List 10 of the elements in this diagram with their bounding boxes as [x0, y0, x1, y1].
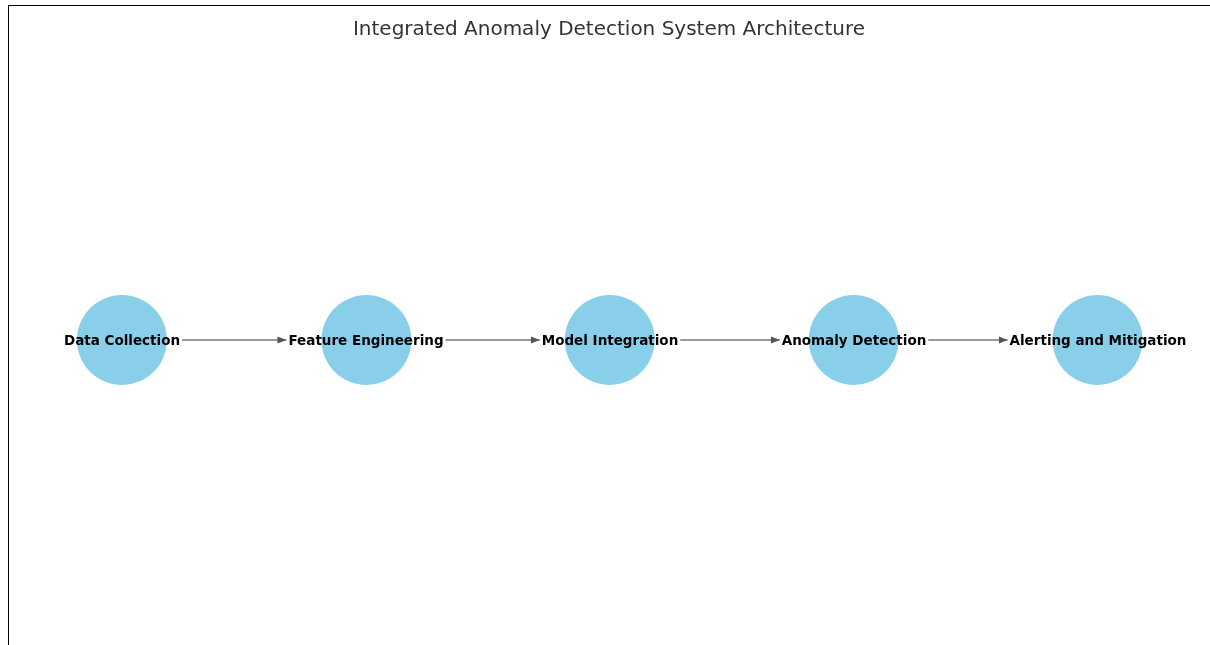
node-label: Anomaly Detection [781, 332, 927, 348]
arrow [181, 336, 288, 344]
arrow [927, 336, 1009, 344]
arrow [444, 336, 541, 344]
diagram-title: Integrated Anomaly Detection System Architecture [351, 16, 867, 40]
node-label: Data Collection [63, 332, 181, 348]
node-label: Model Integration [541, 332, 679, 348]
node-label: Feature Engineering [288, 332, 444, 348]
arrow [679, 336, 781, 344]
node-label: Alerting and Mitigation [1009, 332, 1187, 348]
